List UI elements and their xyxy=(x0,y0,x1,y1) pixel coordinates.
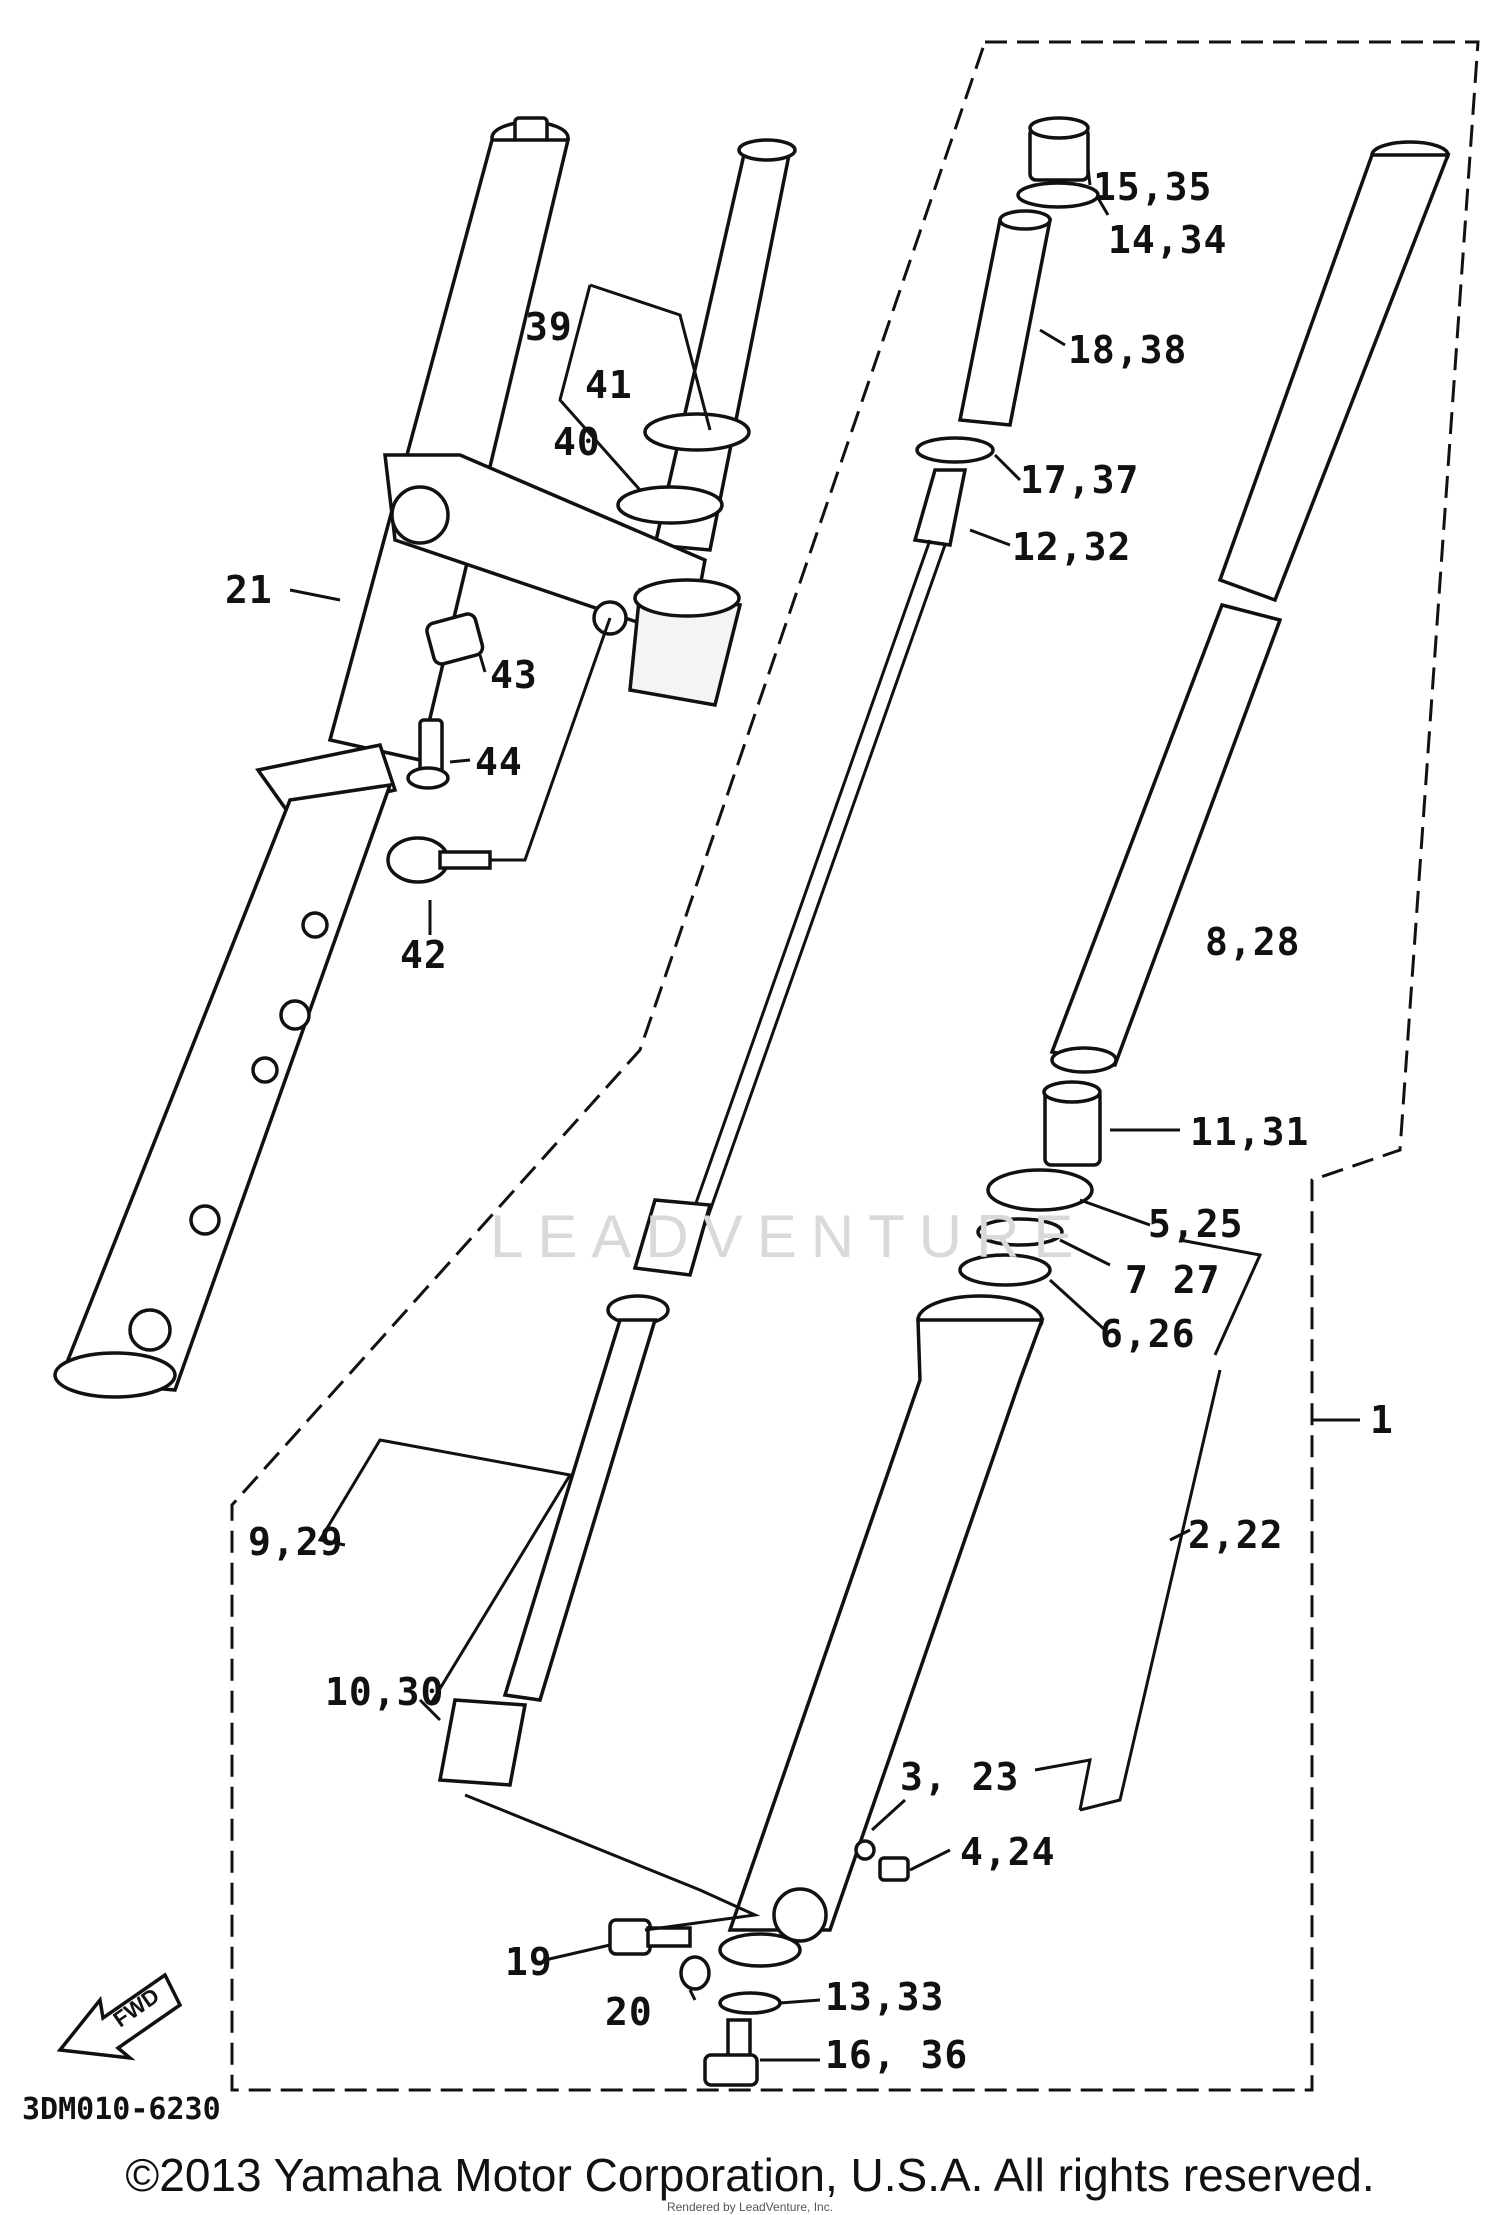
callout-6-26: 6,26 xyxy=(1100,1312,1196,1356)
callout-21: 21 xyxy=(225,568,273,612)
callout-4-24: 4,24 xyxy=(960,1830,1056,1874)
callout-1: 1 xyxy=(1370,1398,1394,1442)
callout-39: 39 xyxy=(525,305,573,349)
callout-5-25: 5,25 xyxy=(1148,1202,1244,1246)
copyright-notice: ©2013 Yamaha Motor Corporation, U.S.A. A… xyxy=(125,2149,1375,2201)
leader-lines xyxy=(289,167,1360,2062)
callout-18-38: 18,38 xyxy=(1068,328,1187,372)
exploded-fork-parts xyxy=(437,116,1451,2087)
callout-15-35: 15,35 xyxy=(1093,165,1212,209)
rendered-by-notice: Rendered by LeadVenture, Inc. xyxy=(666,2200,834,2214)
callout-3-23: 3, 23 xyxy=(900,1755,1019,1799)
fwd-arrow-icon: FWD xyxy=(56,1972,183,2061)
assembly-boundary xyxy=(230,40,1480,2092)
callout-14-34: 14,34 xyxy=(1108,218,1227,262)
callout-2-22: 2,22 xyxy=(1188,1513,1284,1557)
callout-43: 43 xyxy=(490,653,538,697)
steering-stem-assembly xyxy=(383,138,797,708)
callout-13-33: 13,33 xyxy=(825,1975,944,2019)
callout-8-28: 8,28 xyxy=(1205,920,1301,964)
callout-44: 44 xyxy=(475,740,523,784)
callout-17-37: 17,37 xyxy=(1020,458,1139,502)
callout-41: 41 xyxy=(585,363,633,407)
fork-assembly-21 xyxy=(53,116,571,1399)
callout-11-31: 11,31 xyxy=(1190,1110,1309,1154)
callout-16-36: 16, 36 xyxy=(825,2033,968,2077)
callout-42: 42 xyxy=(400,933,448,977)
callout-19: 19 xyxy=(505,1940,553,1984)
callout-10-30: 10,30 xyxy=(325,1670,444,1714)
callout-20: 20 xyxy=(605,1990,653,2034)
diagram-code: 3DM010-6230 xyxy=(22,2092,221,2127)
clamp-hardware xyxy=(386,612,492,884)
watermark: LEADVENTURE xyxy=(490,1203,1088,1270)
callout-9-29: 9,29 xyxy=(248,1520,344,1564)
callout-12-32: 12,32 xyxy=(1012,525,1131,569)
callout-40: 40 xyxy=(553,420,601,464)
callout-7-27: 7 27 xyxy=(1125,1258,1221,1302)
